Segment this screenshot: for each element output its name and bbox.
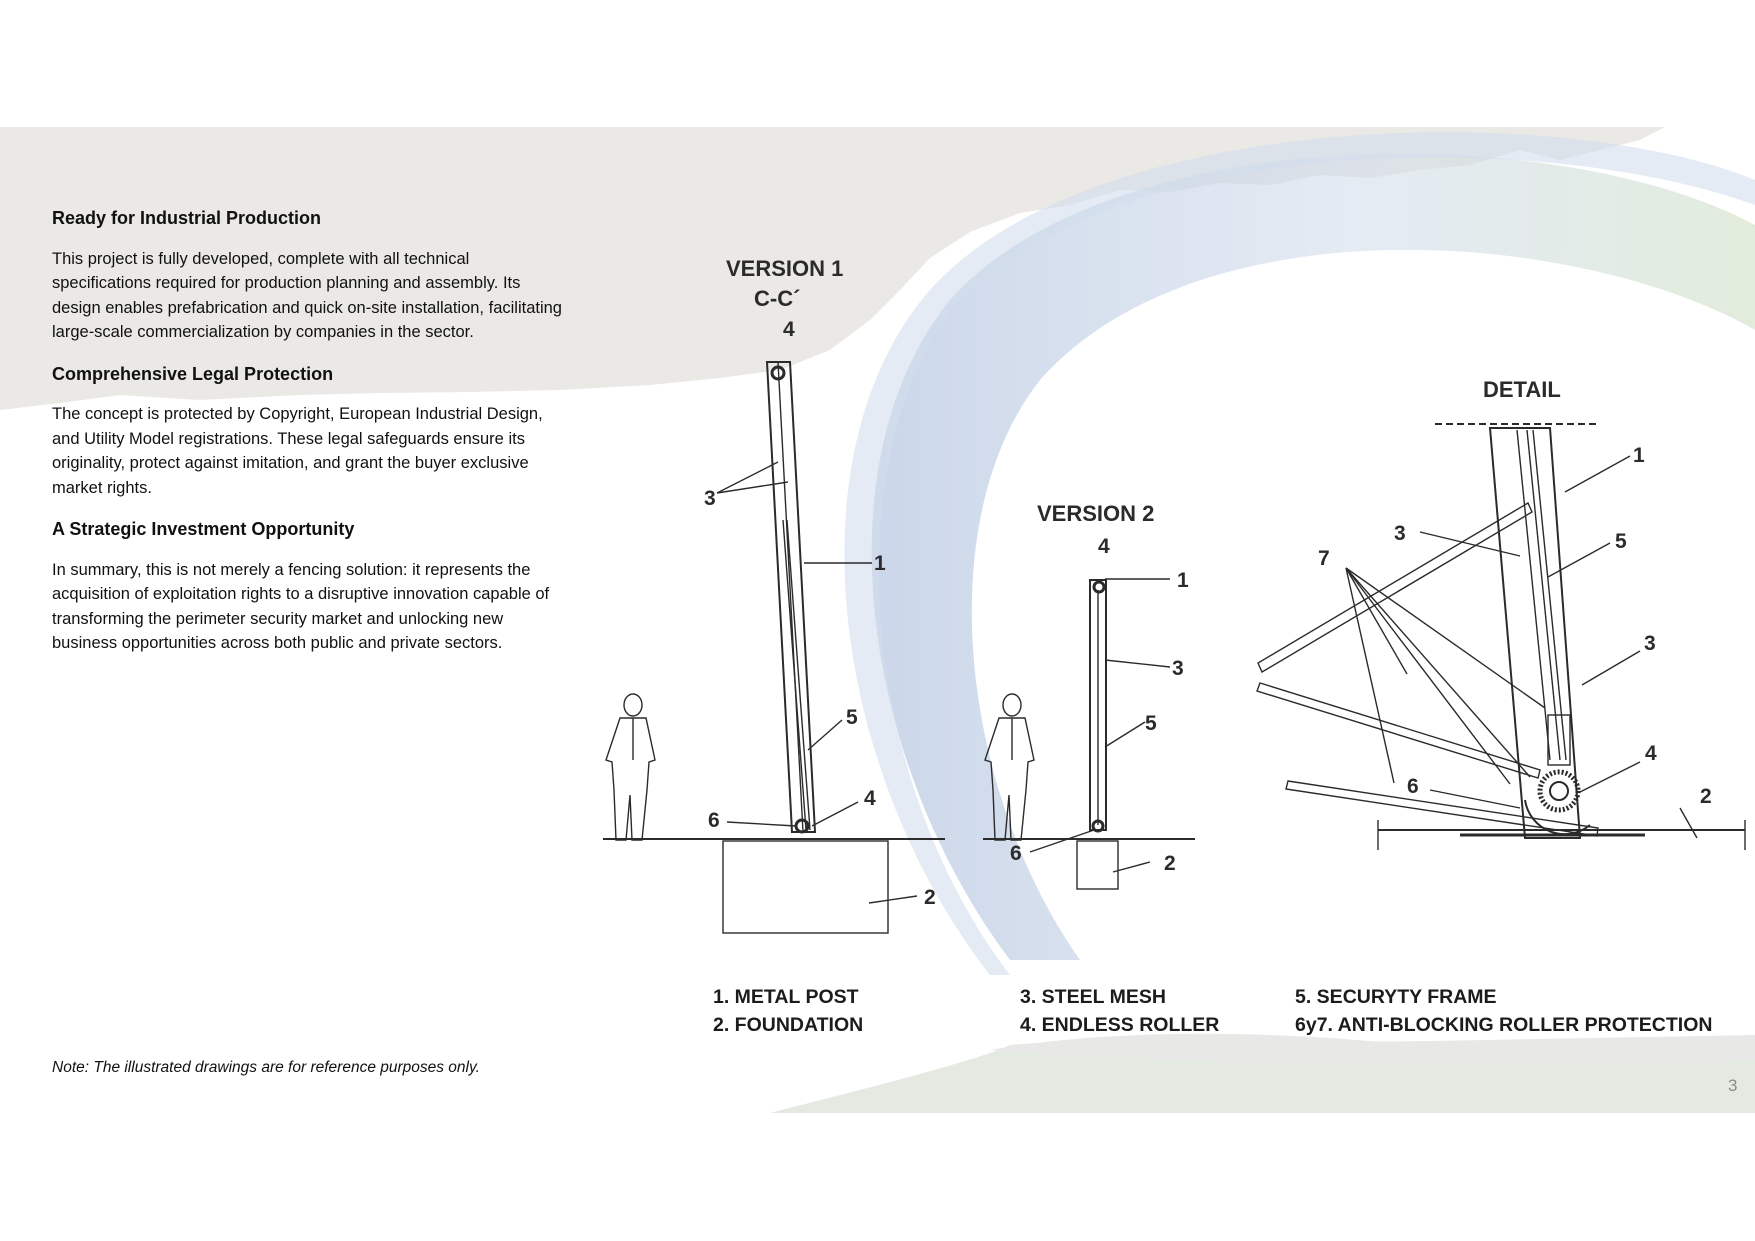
detail-post [1488, 427, 1582, 839]
person-silhouette-2 [984, 693, 1035, 841]
version1-title: VERSION 1 [726, 256, 843, 281]
section-heading: Comprehensive Legal Protection [52, 363, 334, 384]
version2-label: 3 [1172, 657, 1184, 680]
legend-item: 4. ENDLESS ROLLER [1020, 1014, 1219, 1036]
legend-item: 1. METAL POST [713, 986, 859, 1008]
detail-label: 3 [1394, 522, 1406, 545]
version2-drawing: VERSION 2 4 1 3 5 6 2 [983, 501, 1195, 890]
legend-item: 3. STEEL MESH [1020, 986, 1166, 1008]
foundation [722, 840, 889, 934]
reference-note: Note: The illustrated drawings are for r… [52, 1059, 480, 1076]
version1-label: 1 [874, 552, 886, 575]
detail-roller [1537, 769, 1581, 813]
version1-label: 5 [846, 706, 858, 729]
metal-post [765, 361, 817, 833]
version1-label: 3 [704, 487, 716, 510]
detail-title: DETAIL [1483, 377, 1561, 402]
legend-item: 2. FOUNDATION [713, 1014, 863, 1036]
detail-label: 7 [1318, 547, 1330, 570]
version2-label: 1 [1177, 569, 1189, 592]
version1-label: 6 [708, 809, 720, 832]
lower-band-gray [990, 1033, 1755, 1066]
version1-drawing: VERSION 1 C-C´ 4 3 1 5 6 4 2 [603, 256, 945, 934]
decorative-arc-outer [844, 132, 1755, 976]
detail-drawing: DETAIL 1 3 5 7 [1256, 377, 1746, 850]
version1-section: C-C´ [754, 286, 800, 311]
section-heading: Ready for Industrial Production [52, 208, 322, 228]
decorative-arc [871, 153, 1755, 960]
legend-item: 5. SECURYTY FRAME [1295, 986, 1497, 1008]
page-number: 3 [1728, 1076, 1738, 1095]
detail-label: 2 [1700, 785, 1712, 808]
detail-label: 1 [1633, 444, 1645, 467]
legend: 1. METAL POST 2. FOUNDATION 3. STEEL MES… [713, 986, 1712, 1036]
detail-label: 6 [1407, 775, 1419, 798]
section-body: The concept is protected by Copyright, E… [52, 405, 543, 497]
section-body: This project is fully developed, complet… [52, 249, 562, 342]
section-body: In summary, this is not merely a fencing… [52, 560, 550, 653]
section-heading: A Strategic Investment Opportunity [52, 519, 355, 539]
detail-label: 4 [1645, 742, 1657, 765]
roller-top [770, 365, 786, 381]
version2-title: VERSION 2 [1037, 501, 1154, 526]
detail-label: 5 [1615, 530, 1627, 553]
detail-label: 3 [1644, 632, 1656, 655]
person-silhouette-1 [605, 693, 656, 841]
version2-label: 2 [1164, 852, 1176, 875]
version2-label: 5 [1145, 712, 1157, 735]
version2-label: 4 [1098, 535, 1110, 558]
version1-label: 4 [783, 318, 795, 341]
version2-label: 6 [1010, 842, 1022, 865]
foundation [1076, 840, 1119, 890]
text-column: Ready for Industrial Production This pro… [52, 206, 572, 673]
legend-item: 6y7. ANTI-BLOCKING ROLLER PROTECTION [1295, 1014, 1712, 1036]
gray-band [0, 127, 1665, 410]
version1-label: 2 [924, 886, 936, 909]
version1-label: 4 [864, 787, 876, 810]
